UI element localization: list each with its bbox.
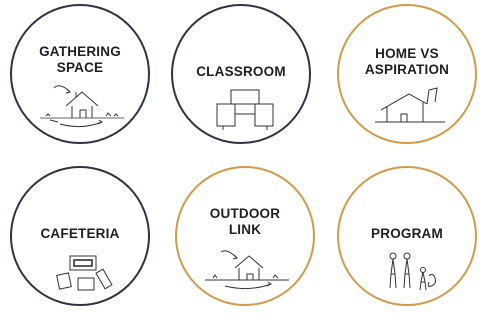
house-outdoor-sketch xyxy=(201,244,293,292)
label-line-2: SPACE xyxy=(56,60,104,75)
circle-label: HOME VS ASPIRATION xyxy=(339,46,475,78)
circle-label: CAFETERIA xyxy=(12,226,148,242)
label-line-1: GATHERING xyxy=(39,44,121,59)
circle-label: PROGRAM xyxy=(339,226,475,242)
label-line-2: LINK xyxy=(228,222,262,237)
circle-home-vs-aspiration: HOME VS ASPIRATION xyxy=(337,4,477,144)
house-gathering-sketch xyxy=(36,78,128,128)
circle-label: GATHERING SPACE xyxy=(12,44,148,76)
circle-gathering-space: GATHERING SPACE xyxy=(10,4,150,144)
circle-classroom: CLASSROOM xyxy=(171,4,311,144)
label-line-1: OUTDOOR xyxy=(209,206,281,221)
circle-cafeteria: CAFETERIA xyxy=(10,166,150,306)
circle-label: OUTDOOR LINK xyxy=(177,206,313,238)
label-line-1: HOME VS xyxy=(375,46,439,61)
house-section-sketch xyxy=(371,84,451,128)
label-line-1: PROGRAM xyxy=(371,226,443,241)
circle-label: CLASSROOM xyxy=(173,64,309,80)
tables-plan-sketch xyxy=(52,252,116,294)
label-line-2: ASPIRATION xyxy=(364,62,450,77)
label-line-1: CAFETERIA xyxy=(40,226,120,241)
circle-program: PROGRAM xyxy=(337,166,477,306)
label-line-1: CLASSROOM xyxy=(196,64,286,79)
people-sketch xyxy=(383,248,439,294)
classroom-plan-sketch xyxy=(213,86,277,130)
circle-outdoor-link: OUTDOOR LINK xyxy=(175,166,315,306)
